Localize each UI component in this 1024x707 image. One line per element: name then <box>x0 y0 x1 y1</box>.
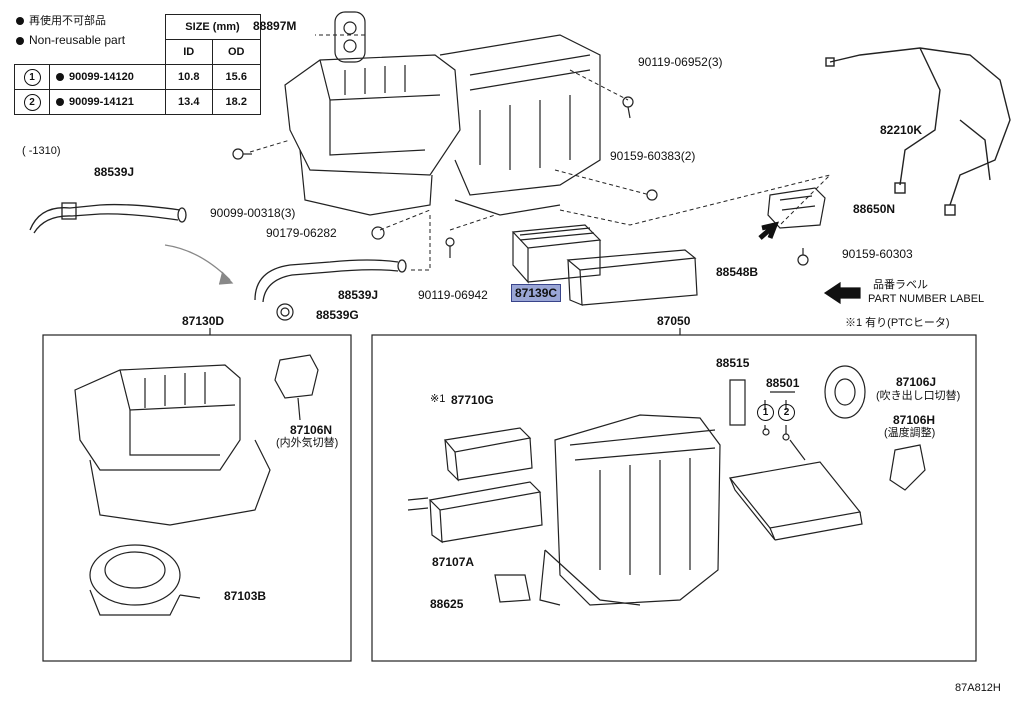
drain-hoses <box>29 202 407 303</box>
part-87130D[interactable]: 87130D <box>182 314 225 328</box>
part-87710G[interactable]: 87710G <box>451 393 494 407</box>
range-note: ( -1310) <box>22 145 61 157</box>
table-row: 2 90099-14121 13.4 18.2 <box>14 89 261 115</box>
part-87107A[interactable]: 87107A <box>432 555 475 569</box>
part-87106J-note: (吹き出し口切替) <box>876 390 961 402</box>
part-88625[interactable]: 88625 <box>430 597 464 611</box>
evaporator <box>728 439 863 541</box>
part-87050[interactable]: 87050 <box>657 314 691 328</box>
legend-en: Non-reusable part <box>16 34 125 46</box>
part-88548B[interactable]: 88548B <box>716 265 759 279</box>
part-87106H[interactable]: 87106H <box>893 413 936 427</box>
size-header: SIZE (mm) <box>164 14 261 40</box>
index-1: 1 <box>23 68 41 86</box>
part-90179-06282[interactable]: 90179-06282 <box>266 226 337 240</box>
part-87139C[interactable]: 87139C <box>511 284 562 302</box>
part-number: 90099-14120 <box>69 71 134 83</box>
ptc-note: ※1 有り(PTCヒータ) <box>845 317 950 329</box>
bullet-icon <box>56 98 64 107</box>
figure-id: 87A812H <box>955 682 1001 694</box>
index-2: 2 <box>23 93 41 111</box>
id-value: 10.8 <box>164 64 213 90</box>
cabin-filter <box>511 224 698 306</box>
heater-core <box>407 427 543 544</box>
legend-en-text: Non-reusable part <box>29 33 126 47</box>
part-88501[interactable]: 88501 <box>766 376 800 390</box>
legend-jp: 再使用不可部品 <box>16 16 106 27</box>
part-88897M[interactable]: 88897M <box>253 19 297 33</box>
part-88539J-b[interactable]: 88539J <box>338 288 379 302</box>
id-value: 13.4 <box>164 89 213 115</box>
part-90099-00318[interactable]: 90099-00318(3) <box>210 206 296 220</box>
part-87106H-note: (温度調整) <box>884 427 936 439</box>
circle-1: 1 <box>757 404 774 421</box>
part-87106J[interactable]: 87106J <box>896 375 937 389</box>
part-90159-60383[interactable]: 90159-60383(2) <box>610 149 696 163</box>
part-88650N[interactable]: 88650N <box>853 202 896 216</box>
bullet-icon <box>16 17 24 26</box>
part-87106N[interactable]: 87106N <box>290 423 333 437</box>
part-90119-06952[interactable]: 90119-06952(3) <box>638 55 723 69</box>
hvac-case <box>539 414 721 606</box>
servo-motor <box>767 187 826 229</box>
od-value: 18.2 <box>212 89 261 115</box>
part-82210K[interactable]: 82210K <box>880 123 923 137</box>
label-en: PART NUMBER LABEL <box>868 293 985 305</box>
screws <box>232 96 809 266</box>
bullet-icon <box>16 36 24 45</box>
label-jp: 品番ラベル <box>873 279 928 291</box>
table-row: 1 90099-14120 10.8 15.6 <box>14 64 261 90</box>
part-90159-60303[interactable]: 90159-60303 <box>842 247 913 261</box>
part-87106N-note: (内外気切替) <box>276 437 339 449</box>
wire-harness <box>825 47 1011 216</box>
bullet-icon <box>56 73 64 82</box>
part-88539G[interactable]: 88539G <box>316 308 359 322</box>
part-90119-06942[interactable]: 90119-06942 <box>418 288 488 302</box>
part-number: 90099-14121 <box>69 96 134 108</box>
top-hvac-assembly <box>284 11 601 216</box>
od-value: 15.6 <box>212 64 261 90</box>
col-od: OD <box>212 39 261 65</box>
part-87710G-mark: ※1 <box>430 393 446 405</box>
col-id: ID <box>164 39 213 65</box>
legend-jp-text: 再使用不可部品 <box>29 15 106 27</box>
blower-unit <box>74 354 319 616</box>
part-87103B[interactable]: 87103B <box>224 589 267 603</box>
circle-2: 2 <box>778 404 795 421</box>
part-88515[interactable]: 88515 <box>716 356 750 370</box>
part-88539J-a[interactable]: 88539J <box>94 165 135 179</box>
